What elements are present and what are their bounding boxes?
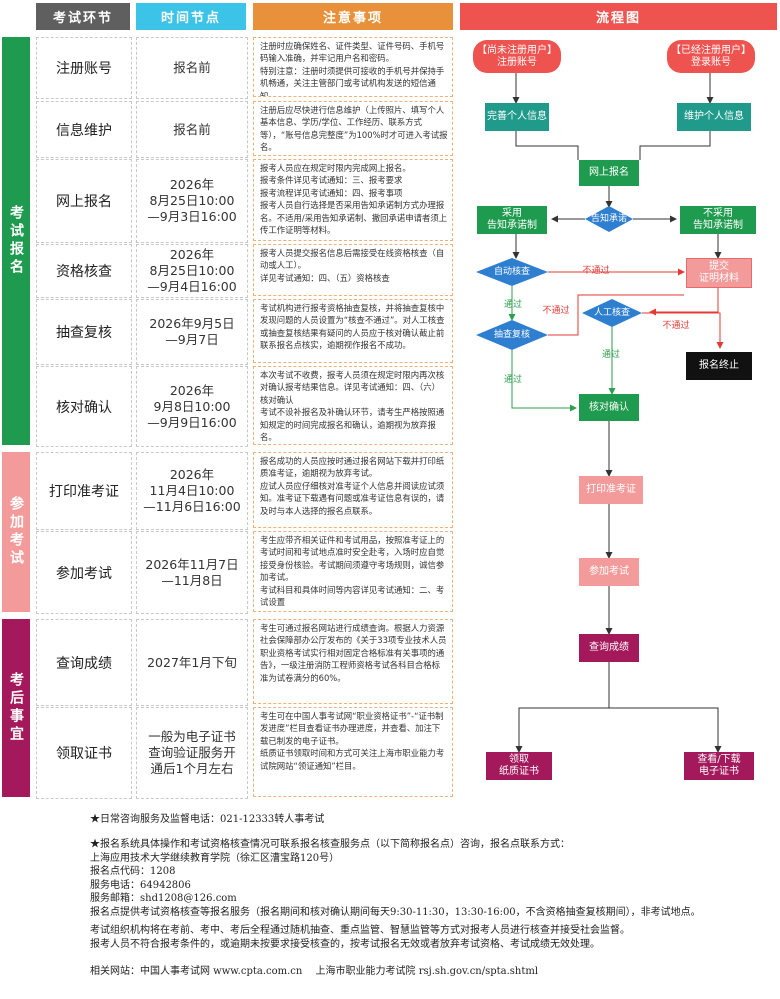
row-time: 2027年1月下旬 [136, 619, 248, 706]
row-step: 参加考试 [36, 531, 132, 614]
row-note: 注册时应确保姓名、证件类型、证件号码、手机号码输入准确，并牢记用户名和密码。 特… [253, 37, 453, 97]
row-time: 报名前 [136, 101, 248, 158]
row-time: 2026年 8月25日10:00 —9月4日16:00 [136, 244, 248, 298]
row-time: 2026年 9月8日10:00 —9月9日16:00 [136, 366, 248, 447]
flow-unregistered: 【尚未注册用户】 注册账号 [473, 40, 561, 73]
footer-websites: 相关网站：中国人事考试网 www.cpta.com.cn 上海市职业能力考试院 … [90, 966, 539, 977]
flow-query-score: 查询成绩 [579, 634, 639, 662]
row-step: 网上报名 [36, 159, 132, 243]
row-note: 考试机构进行报考资格抽查复核，并将抽查复核中发现问题的人员设置为“核查不通过”。… [253, 299, 453, 363]
row-note: 考生可在中国人事考试网“职业资格证书”-“证书制发进度”栏目查看证书办理进度，并… [253, 707, 453, 797]
row-note: 报考人员应在规定时限内完成网上报名。 报考条件详见考试通知：三、报考要求 报考流… [253, 159, 453, 241]
label-fail-3: 不通过 [662, 321, 690, 331]
flow-online-signup: 网上报名 [579, 160, 639, 186]
flow-registered: 【已经注册用户】 登录账号 [667, 40, 755, 73]
flow-take-exam: 参加考试 [579, 558, 639, 586]
row-time: 2026年11月7日 —11月8日 [136, 531, 248, 614]
flow-complete-info: 完善个人信息 [485, 103, 549, 131]
row-step: 核对确认 [36, 366, 132, 447]
footer-contact: ★报名系统具体操作和考试资格核查情况可联系报名核查服务点（以下简称报名点）咨询，… [90, 839, 701, 918]
row-time: 2026年9月5日 —9月7日 [136, 299, 248, 365]
row-step: 抽查复核 [36, 299, 132, 365]
flow-e-cert: 查看/下载 电子证书 [684, 752, 754, 780]
flow-not-adopt: 不采用 告知承诺制 [680, 206, 756, 234]
row-note: 考生应带齐相关证件和考试用品，按照准考证上的考试时间和考试地点准时安全赴考，入场… [253, 531, 453, 612]
flow-promise: 告知承诺 [590, 214, 627, 224]
row-step: 查询成绩 [36, 619, 132, 706]
flow-paper-cert: 领取 纸质证书 [486, 752, 552, 780]
label-fail-2: 不通过 [542, 306, 570, 316]
header-step: 考试环节 [36, 3, 130, 30]
row-note: 报名成功的人员应按时通过报名网站下载并打印纸质准考证，逾期视为放弃考试。 应试人… [253, 452, 453, 528]
footer-hotline: ★日常咨询服务及监督电话：021-12333转人事考试 [90, 814, 325, 825]
row-note: 本次考试不收费，报考人员须在规定时限内再次核对确认报考结果信息。详见考试通知：四… [253, 366, 453, 445]
label-fail-1: 不通过 [582, 266, 610, 276]
row-time: 2026年 8月25日10:00 —9月3日16:00 [136, 159, 248, 243]
label-pass-2: 通过 [601, 350, 620, 360]
row-step: 打印准考证 [36, 452, 132, 530]
label-pass-3: 通过 [503, 375, 522, 385]
row-time: 一般为电子证书 查询验证服务开 通后1个月左右 [136, 707, 248, 799]
header-note: 注意事项 [253, 3, 453, 30]
header-flow: 流程图 [460, 3, 777, 30]
flow-auto-check: 自动核查 [493, 267, 530, 277]
flow-maintain-info: 维护个人信息 [677, 103, 751, 131]
row-step: 资格核查 [36, 244, 132, 298]
row-note: 考生可通过报名网站进行成绩查询。根据人力资源社会保障部办公厅发布的《关于33项专… [253, 619, 453, 704]
flow-manual-check: 人工核查 [593, 308, 630, 318]
section-after: 考后事宜 [2, 619, 30, 797]
row-step: 注册账号 [36, 37, 132, 99]
row-time: 2026年 11月4日10:00 —11月6日16:00 [136, 452, 248, 530]
flow-terminated: 报名终止 [686, 352, 752, 380]
row-step: 信息维护 [36, 101, 132, 158]
header-time: 时间节点 [136, 3, 246, 30]
row-time: 报名前 [136, 37, 248, 99]
footer-supervision: 考试组织机构将在考前、考中、考后全程通过随机抽查、重点监管、智慧监管等方式对报考… [90, 925, 630, 950]
section-signup: 考试报名 [2, 37, 30, 445]
section-attend: 参加考试 [2, 452, 30, 612]
flow-print-ticket: 打印准考证 [579, 476, 643, 504]
row-note: 注册后应尽快进行信息维护（上传照片、填写个人基本信息、学历/学位、工作经历、联系… [253, 101, 453, 156]
flow-adopt: 采用 告知承诺制 [477, 206, 547, 234]
row-step: 领取证书 [36, 707, 132, 799]
flow-spot-check: 抽查复核 [493, 330, 530, 340]
row-note: 报考人员提交报名信息后需接受在线资格核查（自动或人工）。 详见考试通知：四、（五… [253, 244, 453, 296]
label-pass-1: 通过 [503, 300, 522, 310]
flow-submit-proof: 提交 证明材料 [686, 258, 752, 288]
flow-confirm: 核对确认 [579, 394, 639, 421]
